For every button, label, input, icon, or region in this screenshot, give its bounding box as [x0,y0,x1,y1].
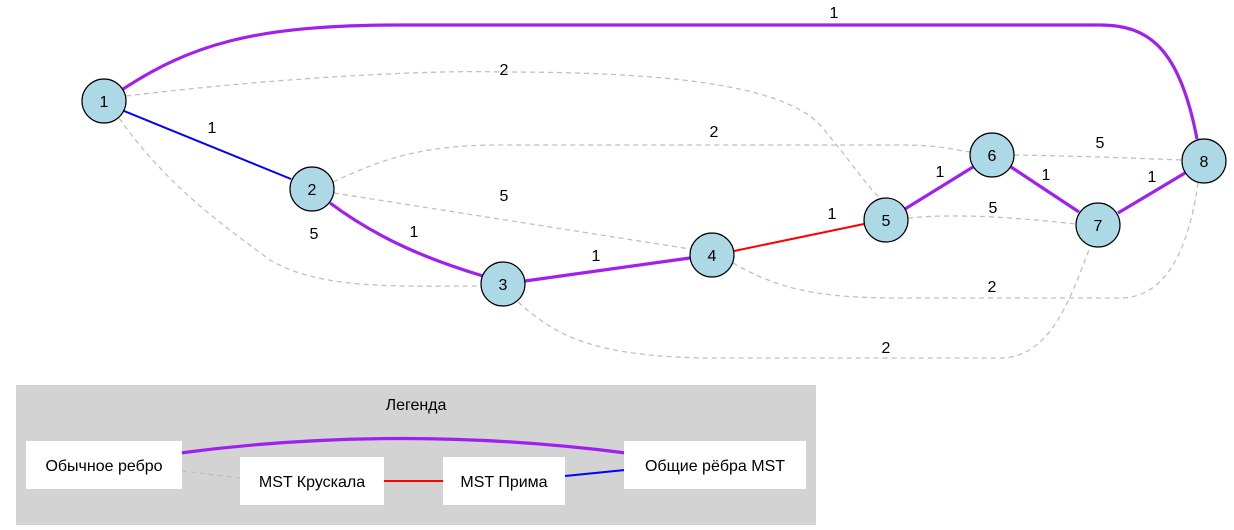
legend-title: Легенда [386,397,447,414]
edge-1-2 [123,110,292,180]
legend-label-regular: Обычное ребро [45,458,162,475]
legend: Легенда Обычное ребро MST Крускала MST П… [16,385,816,525]
edge-weight-1-5: 2 [500,62,509,79]
node-circle-1 [81,78,127,124]
edge-labels-layer: 2 5 2 5 2 2 5 5 1 1 1 1 1 1 1 1 [208,5,1157,357]
edge-weight-2-4: 5 [500,188,509,205]
edge-6-7 [1010,165,1080,214]
legend-line-common [179,436,627,455]
edge-weight-6-7: 1 [1042,167,1051,184]
legend-box-prim [443,457,565,505]
edge-1-8 [122,23,1199,140]
edge-weight-6-8: 5 [1096,135,1105,152]
edge-weight-3-7: 2 [882,340,891,357]
node-6: 6 [969,132,1015,178]
legend-box-common [624,441,806,489]
legend-box-kruskal [240,457,384,505]
edge-5-6 [904,165,974,211]
node-circle-7 [1075,202,1121,248]
edge-1-5 [125,70,881,199]
edge-weight-4-8: 2 [988,279,997,296]
edge-2-6 [332,144,971,183]
legend-box-regular [26,441,182,489]
edges-layer [118,23,1199,359]
edge-weight-3-4: 1 [592,248,601,265]
edge-weight-7-8: 1 [1148,169,1157,186]
edge-weight-1-3: 5 [310,226,319,243]
node-2: 2 [289,166,335,212]
node-circle-5 [863,197,909,243]
edge-7-8 [1117,171,1186,215]
node-circle-4 [689,232,735,278]
node-label-6: 6 [988,148,997,165]
edge-weight-5-7: 5 [989,200,998,217]
node-label-1: 1 [100,94,109,111]
edge-weight-2-6: 2 [710,124,719,141]
edge-weight-4-5: 1 [828,206,837,223]
edge-4-8 [732,182,1199,299]
node-5: 5 [863,197,909,243]
node-circle-2 [289,166,335,212]
node-4: 4 [689,232,735,278]
edge-weight-2-3: 1 [410,224,419,241]
node-label-3: 3 [499,277,508,294]
node-circle-6 [969,132,1015,178]
node-circle-8 [1181,138,1227,184]
node-label-5: 5 [882,213,891,230]
edge-weight-1-2: 1 [208,120,217,137]
node-1: 1 [81,78,127,124]
edge-3-7 [517,246,1091,359]
edge-6-8 [1013,154,1183,161]
legend-label-common: Общие рёбра MST [645,458,785,475]
edge-weight-1-8: 1 [830,5,839,22]
edge-2-4 [333,192,691,250]
nodes-layer: 1 2 3 4 5 6 7 8 [81,78,1227,307]
edge-2-3 [329,201,484,278]
node-7: 7 [1075,202,1121,248]
node-label-7: 7 [1094,218,1103,235]
legend-line-regular [181,470,241,479]
edge-5-7 [907,215,1077,225]
legend-line-prim [564,469,626,477]
edge-3-4 [524,256,691,283]
edge-4-5 [733,223,865,252]
node-3: 3 [480,261,526,307]
node-circle-3 [480,261,526,307]
node-8: 8 [1181,138,1227,184]
node-label-8: 8 [1200,154,1209,171]
edge-weight-5-6: 1 [936,164,945,181]
node-label-2: 2 [308,182,317,199]
edge-1-3 [118,117,482,287]
node-label-4: 4 [708,248,717,265]
legend-label-prim: MST Прима [460,474,547,491]
legend-label-kruskal: MST Крускала [259,474,365,491]
